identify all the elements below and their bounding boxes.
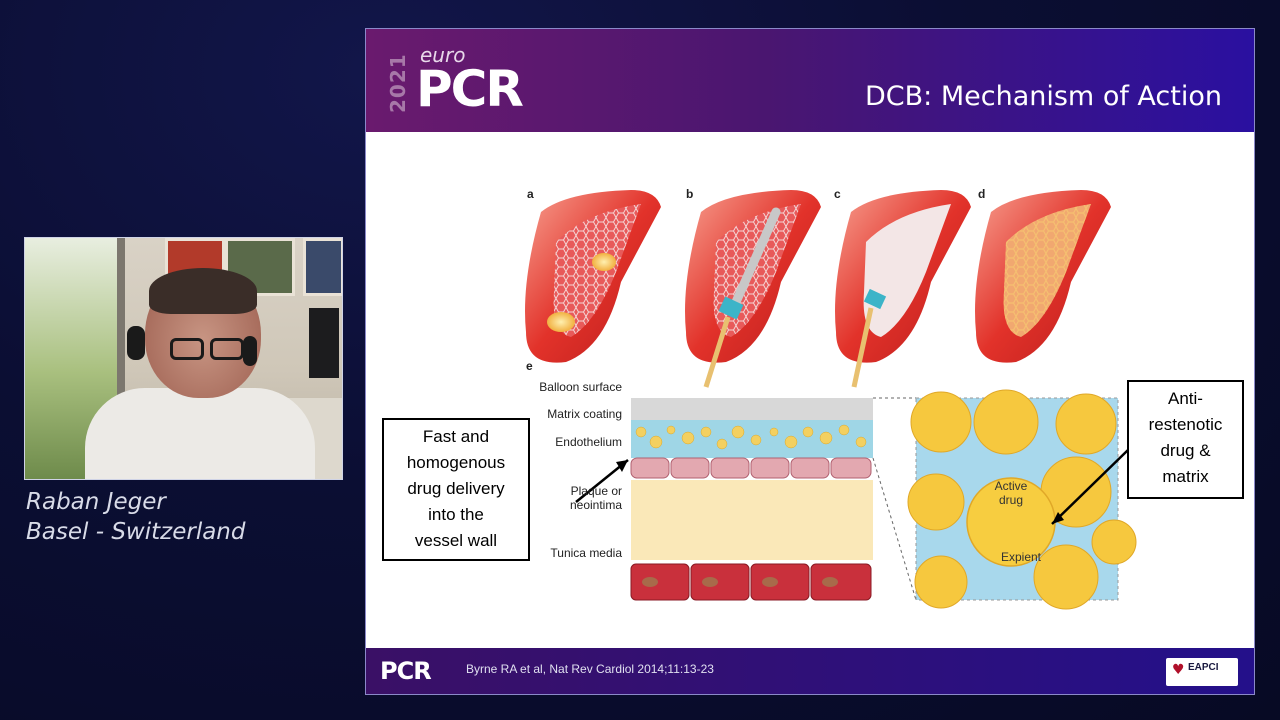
vessel-panel-c bbox=[835, 190, 971, 388]
wall-poster bbox=[303, 238, 342, 296]
layer-label-balloon-surface: Balloon surface bbox=[539, 380, 622, 394]
window-frame bbox=[117, 238, 125, 479]
background-monitor bbox=[309, 308, 339, 378]
footer-citation: Byrne RA et al, Nat Rev Cardiol 2014;11:… bbox=[466, 662, 714, 676]
speaker-location: Basel - Switzerland bbox=[26, 519, 246, 545]
slide-footer: PCR Byrne RA et al, Nat Rev Cardiol 2014… bbox=[366, 648, 1254, 694]
footer-pcr-logo: PCR bbox=[380, 657, 432, 685]
headset-icon bbox=[127, 326, 145, 360]
slide-title: DCB: Mechanism of Action bbox=[865, 81, 1222, 112]
glasses-icon bbox=[170, 338, 204, 360]
eapci-badge: ♥ EAPCI bbox=[1166, 658, 1238, 686]
panel-label-a: a bbox=[527, 187, 534, 201]
speaker-hair bbox=[149, 268, 257, 314]
panel-label-d: d bbox=[978, 187, 986, 201]
vessel-wall-cross-section bbox=[630, 398, 873, 601]
speaker-video bbox=[24, 237, 343, 480]
active-drug-label: Active drug bbox=[994, 479, 1028, 507]
panel-label-b: b bbox=[686, 187, 694, 201]
logo-euro: euro bbox=[420, 43, 466, 67]
heart-icon: ♥ bbox=[1172, 662, 1185, 678]
headset-icon bbox=[243, 336, 257, 366]
slide-header: 2021 euro PCR DCB: Mechanism of Action bbox=[366, 29, 1254, 132]
layer-label-endothelium: Endothelium bbox=[555, 435, 622, 449]
layer-label-tunica-media: Tunica media bbox=[550, 546, 622, 560]
vessel-panel-b bbox=[685, 190, 821, 388]
layer-label-matrix-coating: Matrix coating bbox=[547, 407, 622, 421]
logo-pcr: PCR bbox=[416, 60, 524, 118]
presentation-slide: 2021 euro PCR DCB: Mechanism of Action bbox=[365, 28, 1255, 695]
logo-year: 2021 bbox=[386, 53, 410, 113]
panel-label-c: c bbox=[834, 187, 841, 201]
vessel-panel-a bbox=[525, 190, 661, 363]
panel-label-e: e bbox=[526, 359, 533, 373]
drug-matrix-zoom bbox=[872, 389, 1137, 610]
speaker-shirt bbox=[85, 388, 315, 479]
glasses-icon bbox=[210, 338, 244, 360]
eapci-text: EAPCI bbox=[1188, 662, 1219, 673]
expient-label: Expient bbox=[1000, 550, 1042, 564]
speaker-name: Raban Jeger bbox=[26, 489, 166, 515]
vessel-panel-d bbox=[975, 190, 1111, 363]
callout-anti-restenotic: Anti- restenotic drug & matrix bbox=[1127, 380, 1244, 499]
callout-fast-delivery: Fast and homogenous drug delivery into t… bbox=[382, 418, 530, 561]
layer-label-plaque: Plaque or neointima bbox=[569, 484, 622, 512]
mechanism-illustration bbox=[525, 190, 1137, 610]
callout-arrows bbox=[575, 449, 1129, 525]
